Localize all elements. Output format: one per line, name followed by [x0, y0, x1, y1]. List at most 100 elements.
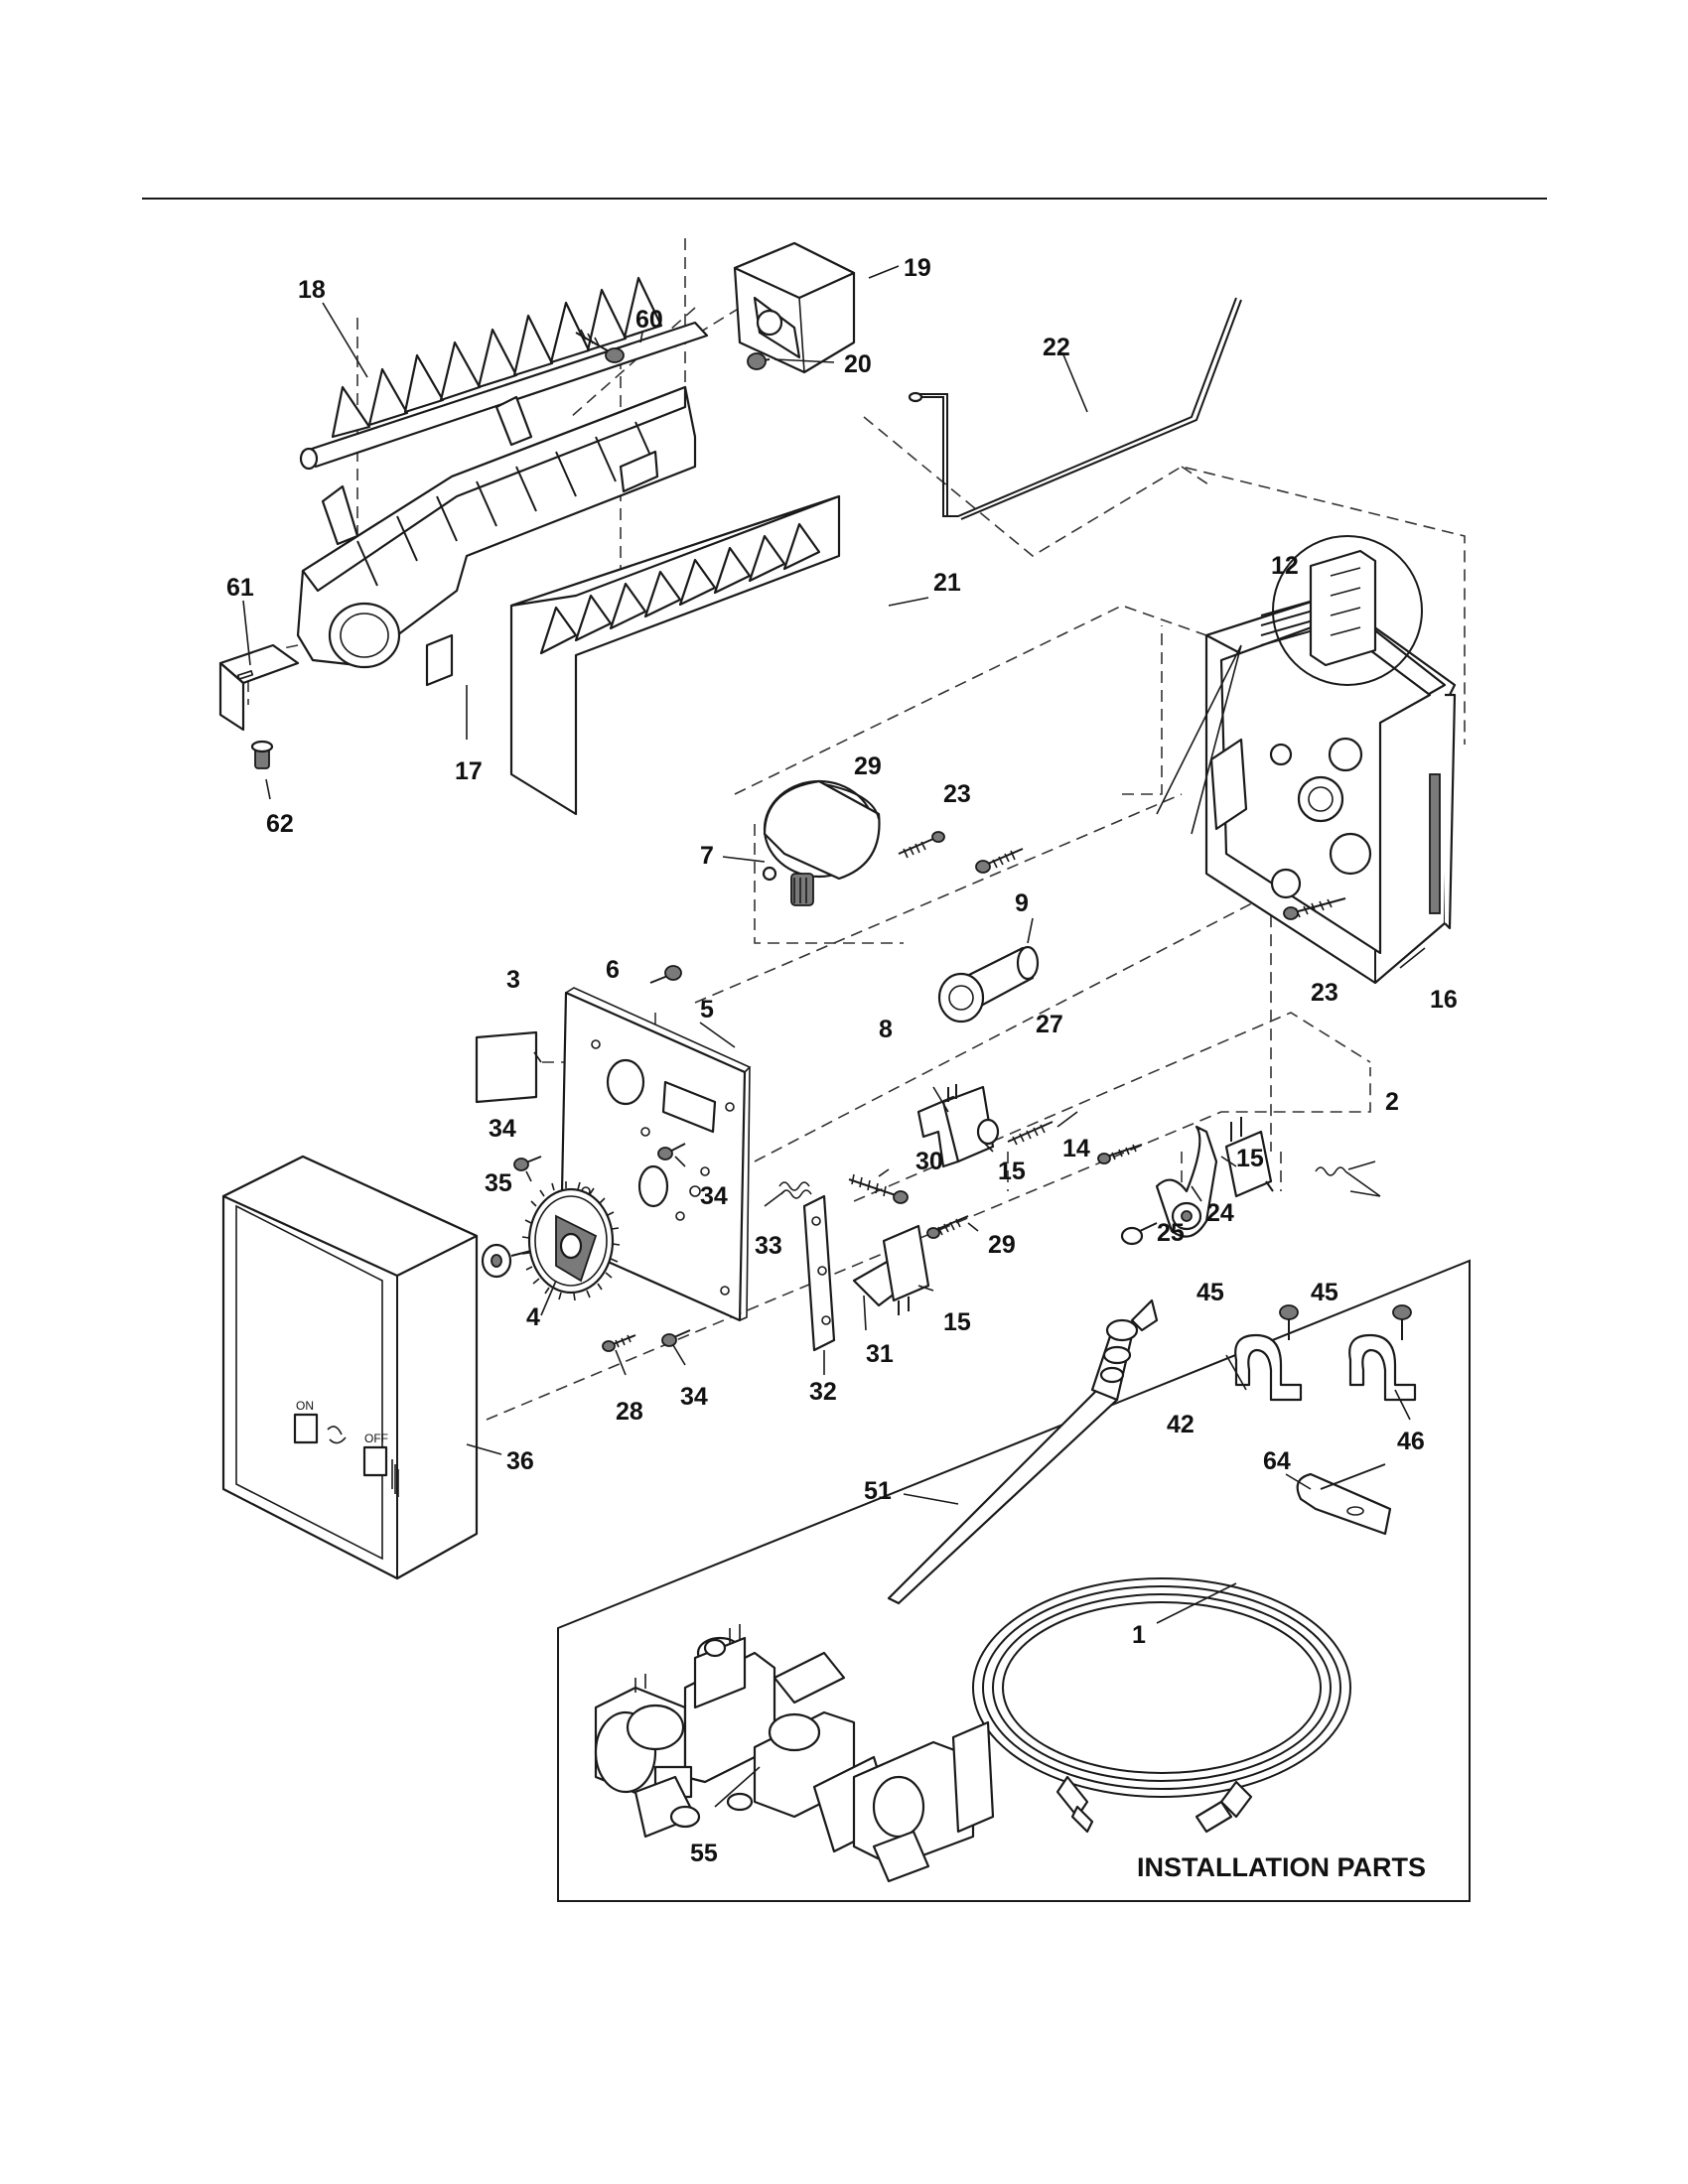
- callout-18: 18: [298, 276, 326, 304]
- on-switch-label: ON: [296, 1399, 314, 1413]
- part-screw-45-left: [1279, 1304, 1299, 1340]
- alignment-lines: [247, 238, 1466, 1421]
- part-water-line-coil: [972, 1577, 1351, 1834]
- callout-3: 3: [506, 966, 520, 994]
- part-label-plate: [475, 1030, 538, 1104]
- part-screw-34-low: [661, 1329, 691, 1347]
- callout-61: 61: [226, 574, 254, 602]
- callout-14: 14: [1062, 1135, 1090, 1162]
- installation-parts-title: INSTALLATION PARTS: [1137, 1852, 1426, 1882]
- callout-32: 32: [809, 1378, 837, 1406]
- callout-30: 30: [915, 1148, 943, 1175]
- callout-28: 28: [616, 1398, 643, 1426]
- part-housing-cover: [733, 241, 856, 374]
- callout-7: 7: [700, 842, 714, 870]
- callout-60: 60: [635, 306, 663, 334]
- callout-2: 2: [1385, 1088, 1399, 1116]
- callout-27: 27: [1036, 1011, 1063, 1038]
- callout-25: 25: [1157, 1219, 1185, 1247]
- part-screw-23-lower: [1283, 897, 1346, 920]
- part-lever-arm: [1155, 1125, 1218, 1238]
- installation-parts-frame: [557, 1259, 1471, 1902]
- part-stripper: [509, 494, 841, 816]
- callout-8: 8: [879, 1016, 893, 1043]
- callout-1: 1: [1132, 1621, 1146, 1649]
- part-module-housing: [1204, 594, 1457, 985]
- part-switch-15-left: [941, 1084, 1000, 1163]
- part-screw-14: [1097, 1144, 1143, 1164]
- callout-45a: 45: [1196, 1279, 1224, 1306]
- part-screw-28: [602, 1334, 636, 1352]
- part-screw-62: [250, 740, 274, 769]
- callout-5: 5: [700, 996, 714, 1024]
- callout-29a: 29: [854, 752, 882, 780]
- callout-9: 9: [1015, 889, 1029, 917]
- callout-12: 12: [1271, 552, 1299, 580]
- part-screw-29-lower: [926, 1215, 969, 1239]
- callout-17: 17: [455, 757, 483, 785]
- part-ice-mold: [296, 385, 697, 687]
- callout-15a: 15: [998, 1158, 1026, 1185]
- callout-55: 55: [690, 1840, 718, 1867]
- part-timing-gear: [521, 1181, 621, 1301]
- callout-31: 31: [866, 1340, 894, 1368]
- part-spring-2: [1315, 1166, 1381, 1197]
- part-mounting-strip: [802, 1194, 836, 1352]
- part-spring-33: [778, 1181, 812, 1199]
- part-bracket-clip: [218, 643, 300, 732]
- callout-4: 4: [526, 1303, 540, 1331]
- callout-24: 24: [1206, 1199, 1234, 1227]
- leader-lines: [242, 265, 1426, 1808]
- off-switch-button[interactable]: [362, 1445, 388, 1477]
- part-washer: [481, 1243, 532, 1279]
- part-screw-45-right: [1392, 1304, 1412, 1340]
- part-screw-6: [649, 965, 682, 984]
- callout-6: 6: [606, 956, 620, 984]
- part-screw-29-upper: [898, 831, 945, 859]
- on-switch-button[interactable]: [293, 1413, 319, 1444]
- callout-64: 64: [1263, 1447, 1291, 1475]
- callout-22: 22: [1043, 334, 1070, 361]
- callout-29b: 29: [988, 1231, 1016, 1259]
- part-clamp-42: [1234, 1333, 1303, 1402]
- callout-15b: 15: [1236, 1145, 1264, 1172]
- part-switch-15-mid: [882, 1224, 930, 1315]
- part-fill-tube: [887, 1298, 1159, 1605]
- callout-19: 19: [904, 254, 931, 282]
- part-screw-23-upper: [975, 848, 1024, 874]
- callout-21: 21: [933, 569, 961, 597]
- callout-16: 16: [1430, 986, 1458, 1014]
- callout-23b: 23: [1311, 979, 1338, 1007]
- off-switch-label: OFF: [364, 1432, 388, 1445]
- callout-34b: 34: [700, 1182, 728, 1210]
- part-motor: [762, 779, 881, 906]
- part-shutoff-arm: [908, 297, 1242, 520]
- part-water-valve: [594, 1624, 995, 1883]
- callout-51: 51: [864, 1477, 892, 1505]
- callout-45b: 45: [1311, 1279, 1338, 1306]
- callout-labels: 18 60 19 22 20 21 61 17 62 12 29 23 7 9 …: [226, 254, 1458, 1882]
- part-wire-connector: [1156, 535, 1423, 835]
- callout-20: 20: [844, 350, 872, 378]
- part-switch-15-right: [1224, 1117, 1274, 1198]
- part-screw-60: [575, 329, 625, 363]
- callout-34c: 34: [680, 1383, 708, 1411]
- part-screw-34-left: [513, 1156, 542, 1171]
- callout-15c: 15: [943, 1308, 971, 1336]
- part-clamp-64: [1296, 1463, 1392, 1536]
- part-screw-34-mid: [657, 1143, 686, 1160]
- part-screw-27: [1007, 1121, 1054, 1146]
- part-screw-30: [848, 1173, 909, 1204]
- callout-46: 46: [1397, 1428, 1425, 1455]
- callout-34a: 34: [489, 1115, 516, 1143]
- callout-42: 42: [1167, 1411, 1195, 1438]
- callout-33: 33: [755, 1232, 782, 1260]
- part-clamp-46: [1348, 1333, 1417, 1402]
- callout-23a: 23: [943, 780, 971, 808]
- part-front-cover: ON OFF: [221, 1155, 479, 1580]
- callout-35: 35: [485, 1169, 512, 1197]
- part-screw-20: [747, 352, 771, 370]
- callout-62: 62: [266, 810, 294, 838]
- part-thermostat: [937, 945, 1040, 1024]
